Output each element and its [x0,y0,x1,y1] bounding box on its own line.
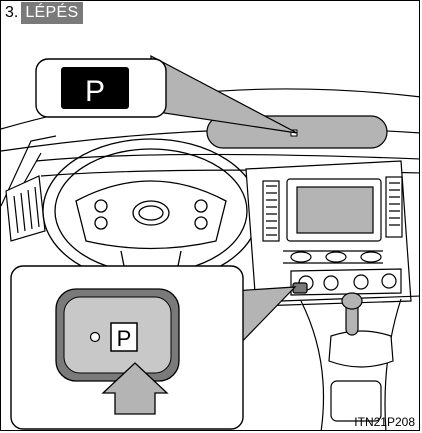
figure-code: ITN21P208 [354,415,415,429]
indicator-callout [36,56,297,133]
indicator-letter: P [85,75,105,108]
step-number: 3. [2,2,21,24]
button-letter: P [117,326,132,351]
steering-wheel [43,139,259,283]
step-word: LÉPÉS [21,2,83,24]
step-label: 3. LÉPÉS [2,2,83,24]
left-air-vent [6,176,45,241]
switch-callout [11,266,295,429]
